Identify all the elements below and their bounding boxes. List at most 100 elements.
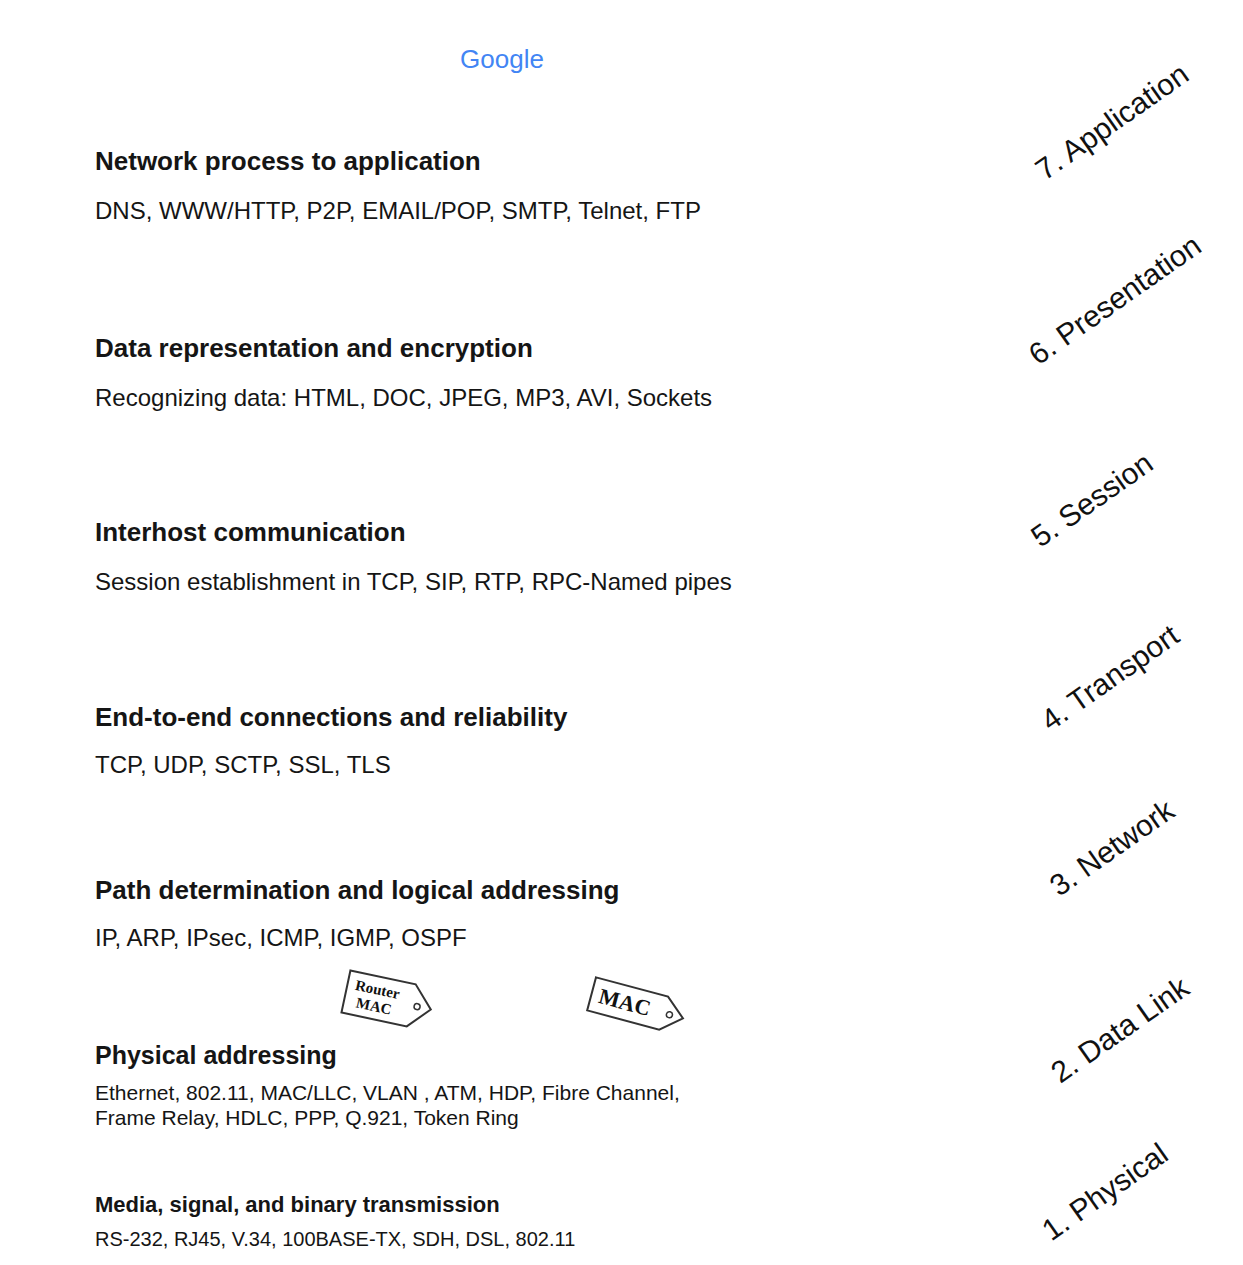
network-router-icon xyxy=(528,796,596,833)
envelope-icon xyxy=(789,456,820,479)
browser-window xyxy=(430,84,575,93)
desktop-computer xyxy=(672,29,776,99)
band-front-face xyxy=(15,912,1060,965)
layer-name: 5. Session xyxy=(1024,445,1159,555)
padlock xyxy=(180,304,206,326)
band-front-face xyxy=(15,740,1060,790)
band-top-face xyxy=(15,1136,1230,1220)
band-top-face xyxy=(15,792,1230,912)
fiber-cable xyxy=(420,1138,608,1189)
browser-window xyxy=(500,99,536,107)
person-with-letter xyxy=(832,100,847,150)
bridge-figure xyxy=(425,425,740,495)
file-cabinet xyxy=(190,255,220,263)
browser-window xyxy=(598,42,616,50)
file-cabinet xyxy=(184,250,234,268)
network-switch xyxy=(680,988,778,1018)
person-at-cabinet xyxy=(257,292,263,320)
mac-tag: MAC xyxy=(584,975,689,1037)
person-at-cabinet xyxy=(256,244,272,260)
network-switch xyxy=(718,1000,778,1052)
person-at-cabinet xyxy=(240,262,258,268)
file-cabinet xyxy=(178,242,240,320)
runner-figure xyxy=(450,249,492,300)
ethernet-cable xyxy=(590,1136,726,1196)
ethernet-cable xyxy=(590,1136,672,1162)
runner-figure xyxy=(372,632,414,683)
osi-layer-band: 5. SessionInterhost communicationSession… xyxy=(0,425,1243,607)
protocol-list: TCP, UDP, SCTP, SSL, TLS xyxy=(95,751,391,780)
wifi-router-icon xyxy=(418,966,541,1042)
network-router-icon xyxy=(663,621,725,655)
bridge-figure xyxy=(700,245,965,308)
desktop-computer xyxy=(660,18,788,114)
band-front-face xyxy=(15,1220,1060,1257)
envelope-icon xyxy=(418,637,447,658)
osi-layer-band: 1. PhysicalMedia, signal, and binary tra… xyxy=(0,1136,1243,1257)
fiber-cable xyxy=(539,1144,570,1171)
network-switch xyxy=(680,1005,718,1052)
wifi-router-icon xyxy=(614,277,683,319)
band-top-face xyxy=(15,425,1230,557)
browser-window xyxy=(380,15,625,115)
tag-outline xyxy=(587,977,687,1034)
wifi-router-icon xyxy=(764,456,842,504)
person-with-letter xyxy=(828,19,872,150)
layer-name: 2. Data Link xyxy=(1044,969,1196,1090)
layer-heading: Interhost communication xyxy=(95,517,406,548)
layer-heading: Physical addressing xyxy=(95,1040,337,1070)
fiber-cable xyxy=(539,1144,608,1189)
cardboard-box xyxy=(330,260,410,330)
network-switch xyxy=(708,996,748,1010)
layer-name: 3. Network xyxy=(1043,792,1181,904)
file-cabinet xyxy=(184,272,234,290)
network-router-icon xyxy=(690,796,758,833)
person-with-flag xyxy=(296,818,305,828)
band-edge xyxy=(15,1136,1230,1220)
wifi-router-icon xyxy=(322,456,400,504)
person-with-flag xyxy=(270,790,323,874)
network-router-icon xyxy=(640,477,717,519)
person-with-flag xyxy=(284,790,298,840)
cardboard-box xyxy=(370,287,405,330)
protocol-list: RS-232, RJ45, V.34, 100BASE-TX, SDH, DSL… xyxy=(95,1227,575,1251)
person-at-cabinet xyxy=(265,292,271,320)
person-with-flag xyxy=(304,852,311,874)
ethernet-cable xyxy=(698,1168,719,1190)
browser-window xyxy=(380,15,625,28)
band-front-face xyxy=(15,557,1060,607)
padlock xyxy=(180,290,206,326)
browser-window xyxy=(388,31,617,39)
layer-name: 6. Presentation xyxy=(1022,227,1208,372)
padlock xyxy=(186,290,200,305)
layer-heading: End-to-end connections and reliability xyxy=(95,702,567,733)
tag-hole xyxy=(413,1003,420,1010)
desktop-computer xyxy=(656,18,794,148)
osi-layer-band: 2. Data LinkPhysical addressingEthernet,… xyxy=(0,968,1243,1133)
person-at-cabinet xyxy=(256,262,272,294)
wifi-router-icon xyxy=(977,278,1044,319)
network-router-icon xyxy=(633,833,699,869)
person-with-letter xyxy=(853,100,868,150)
layer-name: 7. Application xyxy=(1029,56,1196,188)
runner-figure xyxy=(512,279,550,325)
envelope-icon xyxy=(998,278,1029,301)
person-at-cabinet xyxy=(240,244,272,320)
wifi-signal-icon xyxy=(465,809,481,835)
envelope-icon xyxy=(424,257,449,275)
network-router-icon xyxy=(473,621,535,655)
osi-layer-band: 6. PresentationData representation and e… xyxy=(0,245,1243,423)
band-edge xyxy=(15,425,1230,557)
band-front-face xyxy=(15,185,1060,238)
logo-text: Google xyxy=(460,44,544,75)
envelope-icon xyxy=(403,247,433,271)
fiber-cable xyxy=(563,1157,591,1180)
browser-window xyxy=(468,99,494,107)
tag-hole xyxy=(665,1011,672,1018)
layer-heading: Network process to application xyxy=(95,146,481,177)
ethernet-cable xyxy=(666,1146,726,1196)
osi-layer-band: 4. TransportEnd-to-end connections and r… xyxy=(0,610,1243,790)
fiber-cable xyxy=(587,1171,606,1184)
layer-name: 1. Physical xyxy=(1035,1136,1174,1249)
runner-figure xyxy=(787,634,829,685)
